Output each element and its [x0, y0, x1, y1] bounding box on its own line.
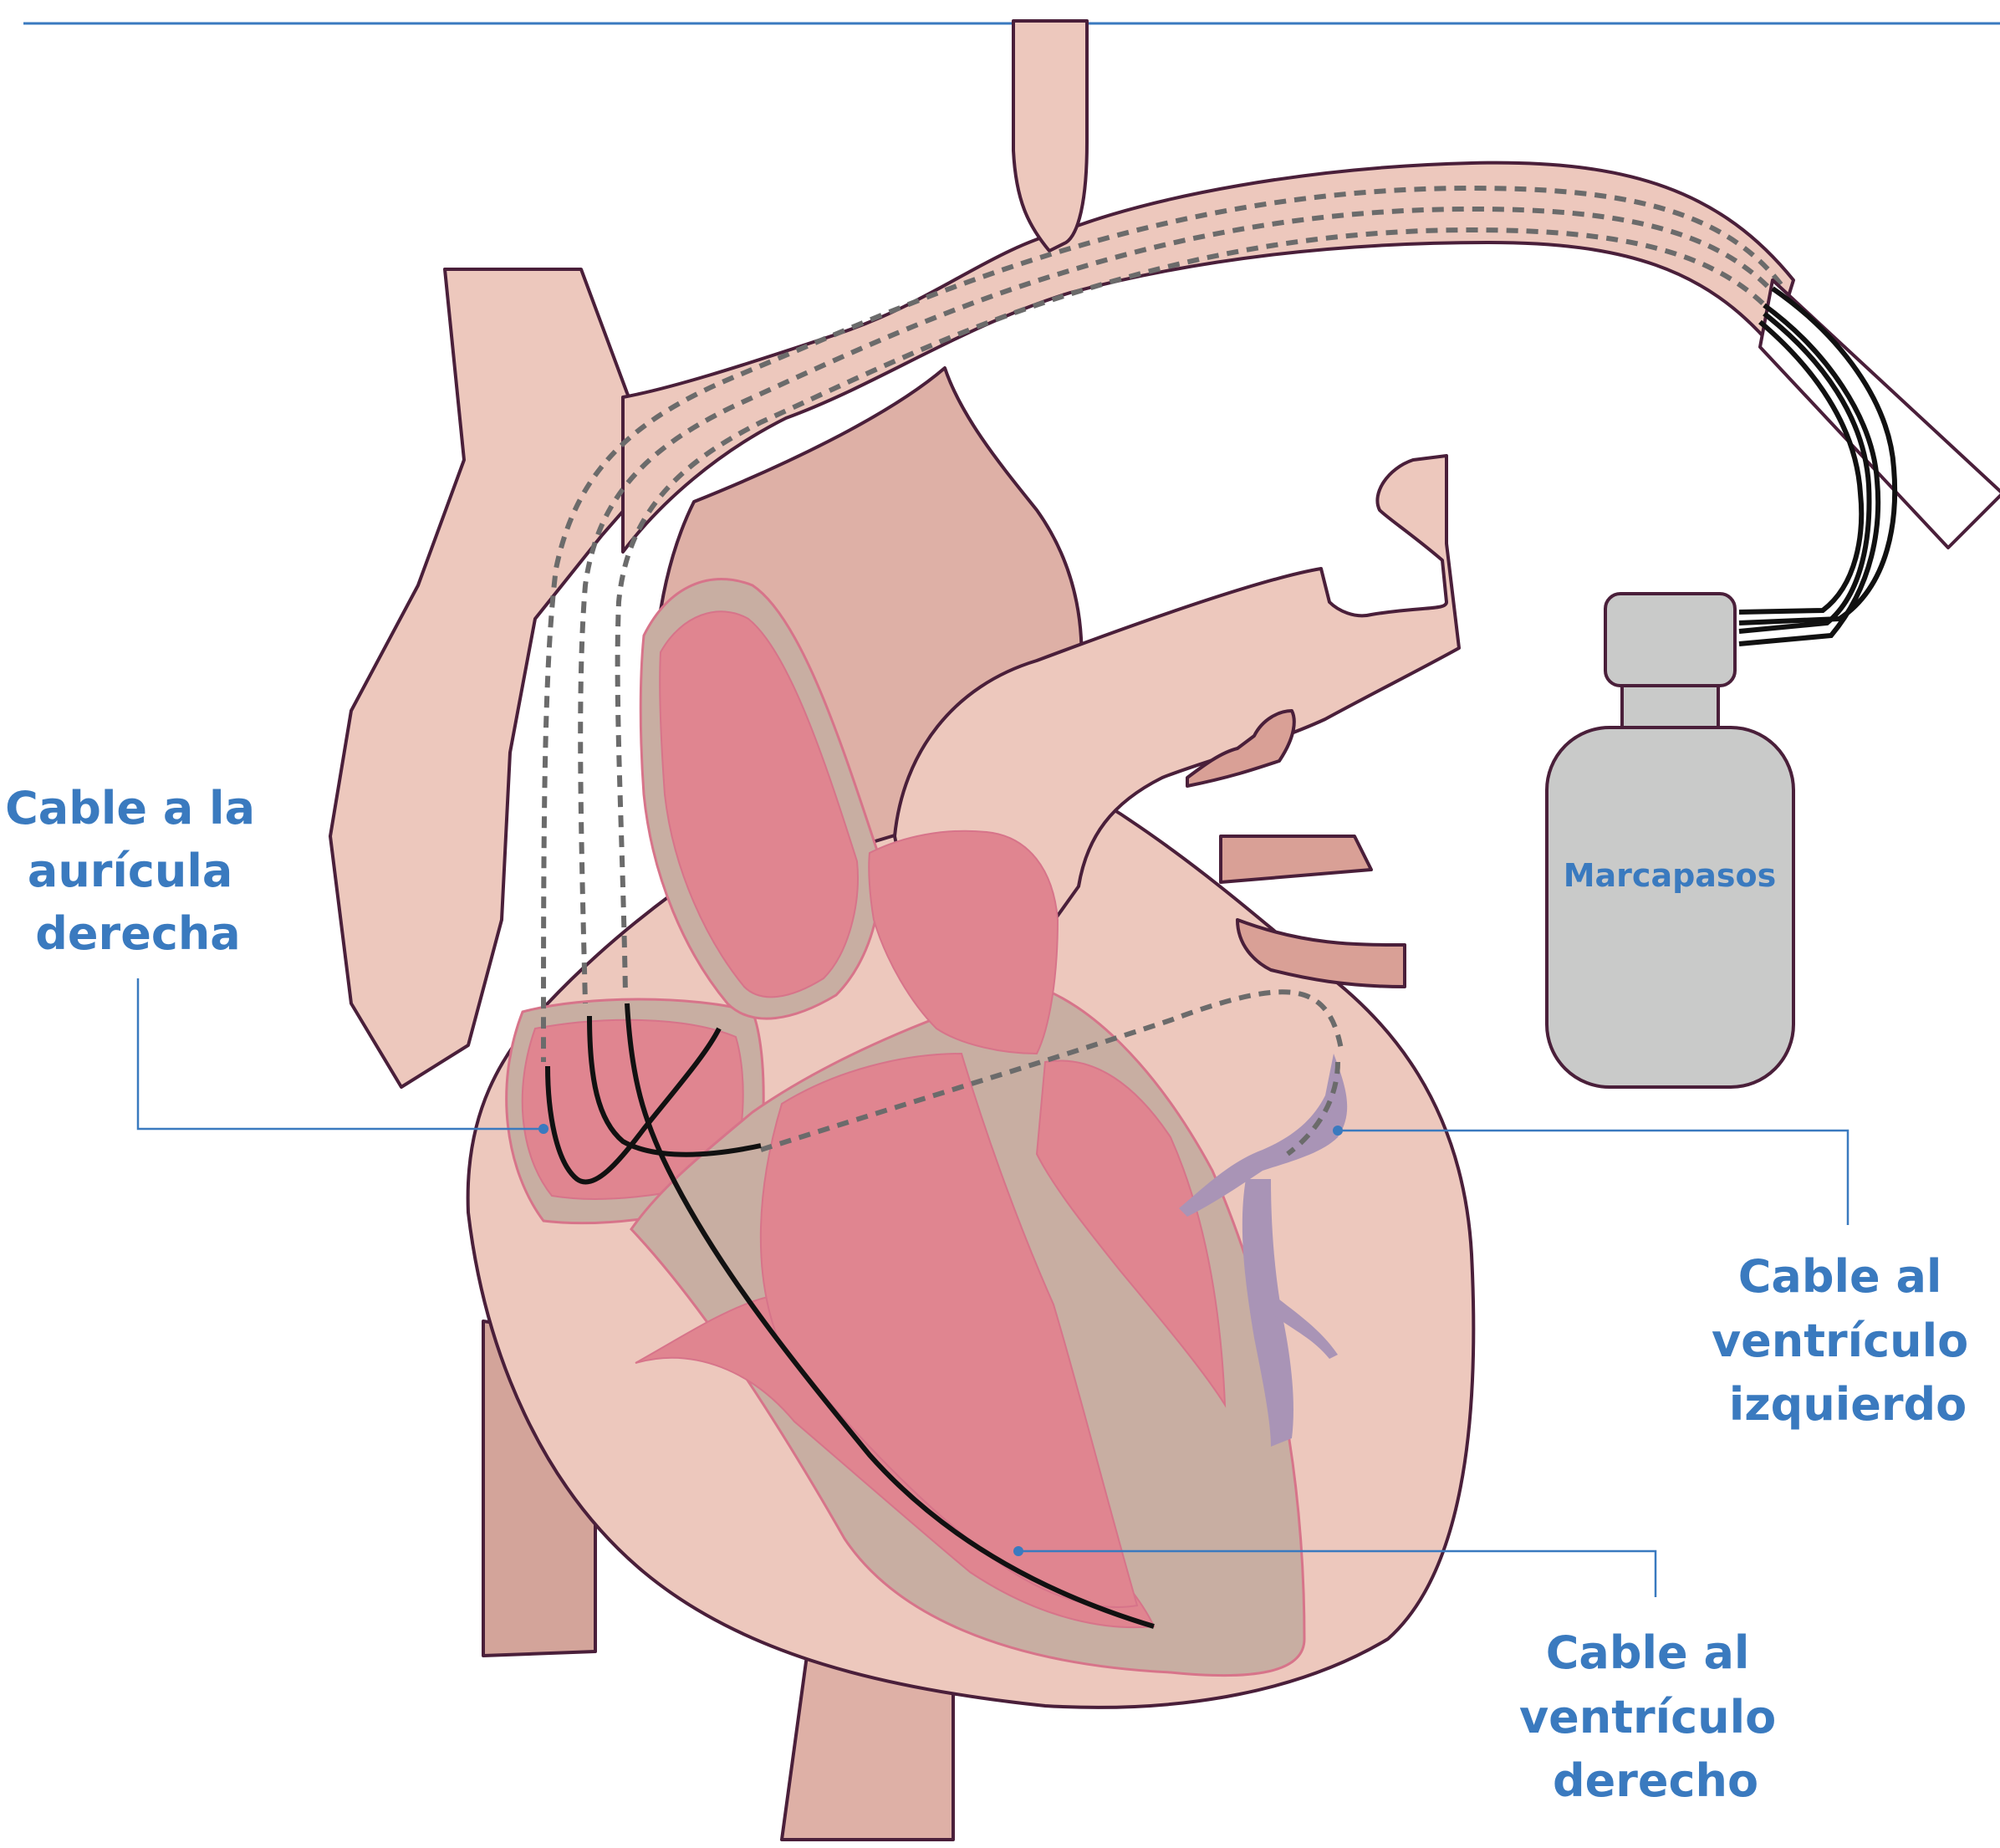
label-left-ventricle: Cable al ventrículo izquierdo — [1712, 1250, 1984, 1431]
label-right-atrium: Cable a la aurícula derecha — [5, 782, 271, 960]
pacemaker-neck — [1622, 686, 1718, 727]
pacemaker-can — [1547, 727, 1793, 1087]
label-right-atrium-line1: Cable a la — [5, 782, 255, 835]
jugular-vein — [1013, 21, 1087, 251]
pulmonary-vein-mid — [1221, 836, 1371, 882]
label-right-atrium-line2: aurícula — [28, 845, 232, 897]
label-right-ventricle-line3: derecho — [1553, 1754, 1758, 1807]
pacemaker-device: Marcapasos — [1547, 594, 1793, 1087]
label-left-ventricle-line1: Cable al — [1738, 1250, 1942, 1303]
label-right-atrium-line3: derecha — [35, 907, 240, 960]
label-right-ventricle-line2: ventrículo — [1519, 1691, 1776, 1743]
pacemaker-header — [1605, 594, 1735, 686]
label-left-ventricle-line2: ventrículo — [1712, 1315, 1968, 1367]
label-right-ventricle-line1: Cable al — [1546, 1626, 1750, 1679]
label-left-ventricle-line3: izquierdo — [1729, 1378, 1967, 1431]
pacemaker-label: Marcapasos — [1564, 857, 1777, 894]
label-right-ventricle: Cable al ventrículo derecho — [1519, 1626, 1792, 1807]
